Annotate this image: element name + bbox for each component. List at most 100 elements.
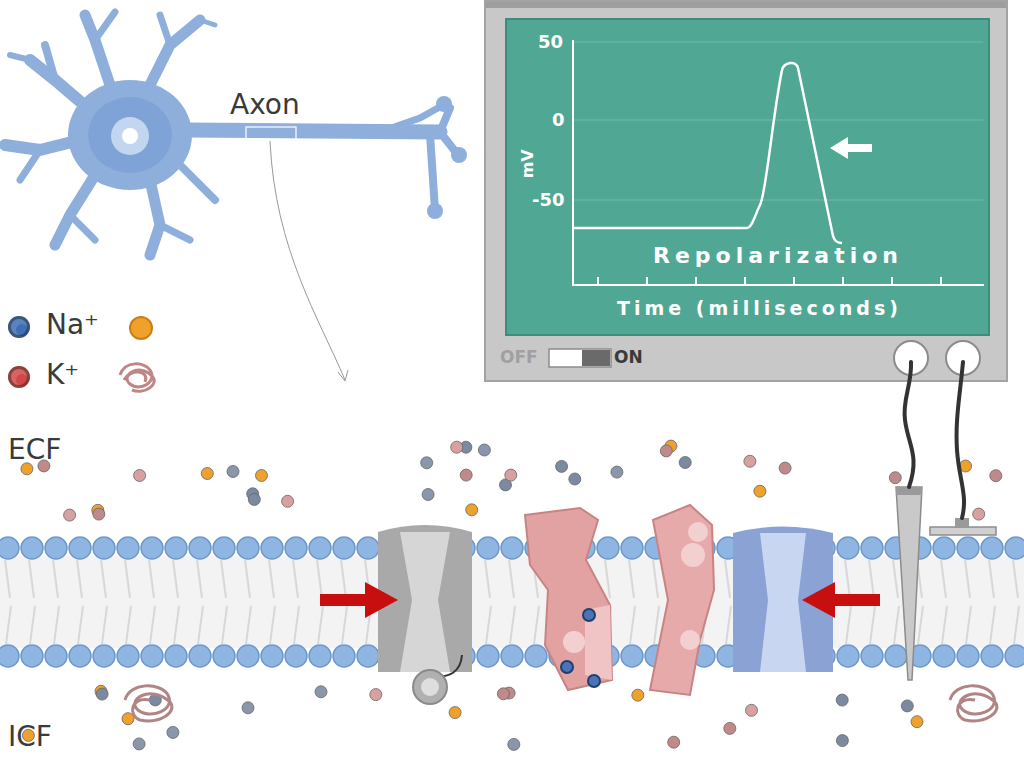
lipid-tail <box>54 606 59 644</box>
gated-channel <box>378 525 472 704</box>
ion <box>201 468 213 480</box>
lipid-head <box>189 645 211 667</box>
lipid-tail <box>869 560 874 598</box>
lipid-head <box>261 537 283 559</box>
lipid-tail <box>966 606 971 644</box>
ion <box>478 444 490 456</box>
lipid-tail <box>173 560 178 598</box>
protein-sample <box>120 364 154 391</box>
anion-sample <box>130 317 152 339</box>
ion <box>282 495 294 507</box>
axis-tick-label: 0 <box>552 110 565 130</box>
ion <box>754 485 766 497</box>
ion <box>505 469 517 481</box>
zoom-box <box>246 127 296 140</box>
axis-tick-label: 50 <box>538 32 563 52</box>
lipid-head <box>981 537 1003 559</box>
cables <box>904 362 964 518</box>
ion <box>449 707 461 719</box>
lipid-head <box>69 645 91 667</box>
lipid-head <box>957 645 979 667</box>
lipid-tail <box>846 606 851 644</box>
lipid-head <box>501 537 523 559</box>
lipid-tail <box>78 606 83 644</box>
ion <box>227 466 239 478</box>
ion <box>451 441 463 453</box>
region-label: ICF <box>8 722 52 753</box>
lipid-tail <box>653 560 658 598</box>
lipid-tail <box>845 560 850 598</box>
lipid-head <box>501 645 523 667</box>
zoom-leader <box>270 141 345 380</box>
action-potential-curve <box>573 63 842 243</box>
lipid-tail <box>486 606 491 644</box>
lipid-tail <box>918 606 923 644</box>
lipid-head <box>837 645 859 667</box>
lipid-head <box>525 645 547 667</box>
lipid-head <box>309 645 331 667</box>
ion <box>990 470 1002 482</box>
lipid-tail <box>30 606 35 644</box>
ion <box>133 738 145 750</box>
neuron <box>5 12 458 255</box>
lipid-head <box>141 645 163 667</box>
lipid-head <box>933 537 955 559</box>
lipid-tail <box>149 560 154 598</box>
lipid-tail <box>198 606 203 644</box>
lipid-tail <box>1014 606 1019 644</box>
lipid-tail <box>221 560 226 598</box>
lipid-tail <box>989 560 994 598</box>
graph-axes <box>572 40 984 286</box>
legend-text: Na⁺ <box>46 310 99 341</box>
lipid-head <box>213 537 235 559</box>
ion <box>973 508 985 520</box>
lipid-head <box>1005 537 1024 559</box>
ion <box>668 736 680 748</box>
lipid-tail <box>125 560 130 598</box>
lipid-tail <box>629 560 634 598</box>
lipid-head <box>933 645 955 667</box>
switch-label: ON <box>614 348 643 367</box>
ion <box>679 457 691 469</box>
lipid-head <box>309 537 331 559</box>
lipid-tail <box>894 606 899 644</box>
part-label: Axon <box>230 90 300 121</box>
axis-title: Time (milliseconds) <box>617 298 902 319</box>
oscilloscope-body: OFFON500-50mVRepolarizationTime (millise… <box>484 0 1008 382</box>
lipid-head <box>165 645 187 667</box>
ion <box>134 470 146 482</box>
lipid-tail <box>269 560 274 598</box>
lipid-tail <box>942 606 947 644</box>
axon-terminal <box>436 96 452 112</box>
toggle-switch <box>549 349 611 367</box>
lipid-head <box>189 537 211 559</box>
region-label: ECF <box>8 435 61 466</box>
lipid-tail <box>893 560 898 598</box>
lipid-head <box>237 645 259 667</box>
ion <box>836 694 848 706</box>
ion <box>421 457 433 469</box>
ion <box>960 460 972 472</box>
lipid-head <box>285 537 307 559</box>
lipid-head <box>621 537 643 559</box>
input-jacks <box>894 341 980 375</box>
lipid-head <box>21 537 43 559</box>
lipid-head <box>45 537 67 559</box>
lipid-head <box>885 645 907 667</box>
axis-title: mV <box>519 149 537 178</box>
protein <box>125 686 997 721</box>
legend-text: K⁺ <box>46 360 79 391</box>
graph-grid <box>573 42 983 200</box>
lipid-tail <box>605 560 610 598</box>
lipid-head <box>477 645 499 667</box>
ion <box>256 470 268 482</box>
oscilloscope-screen: 500-50mVRepolarizationTime (milliseconds… <box>505 18 990 336</box>
lipid-tail <box>270 606 275 644</box>
lipid-tail <box>293 560 298 598</box>
ion <box>248 493 260 505</box>
lipid-tail <box>197 560 202 598</box>
lipid-head <box>165 537 187 559</box>
lipid-tail <box>102 606 107 644</box>
axon-terminal <box>451 147 467 163</box>
pointer-arrow <box>830 137 872 159</box>
